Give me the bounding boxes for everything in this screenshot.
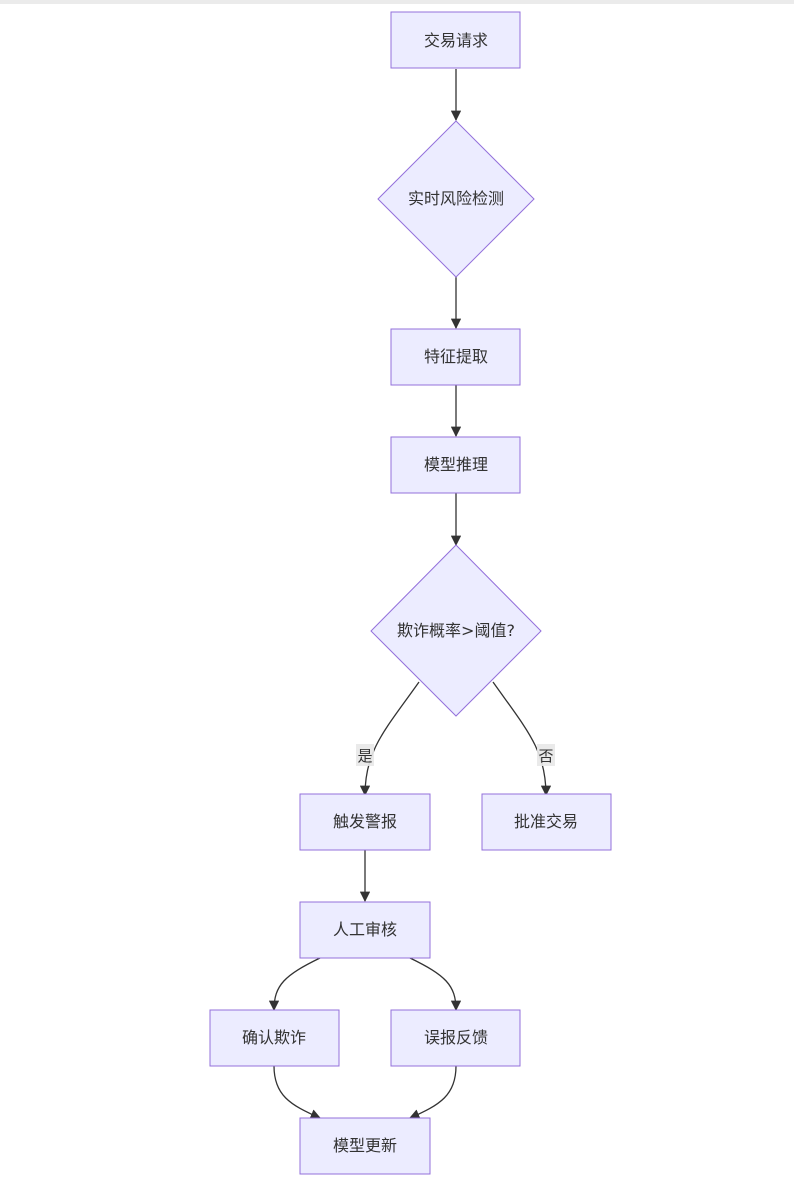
node-feature-extraction-label: 特征提取 bbox=[424, 347, 488, 366]
edges bbox=[268, 69, 552, 1120]
node-fraud-threshold-decision-label: 欺诈概率>阈值? bbox=[397, 621, 515, 640]
node-approve-transaction-label: 批准交易 bbox=[514, 812, 578, 831]
edge-label-yes: 是 bbox=[356, 744, 374, 766]
node-manual-review[interactable]: 人工审核 bbox=[299, 901, 431, 959]
edge-label-yes-text: 是 bbox=[357, 747, 372, 765]
node-model-update[interactable]: 模型更新 bbox=[299, 1117, 431, 1175]
node-model-inference[interactable]: 模型推理 bbox=[390, 436, 521, 494]
node-approve-transaction[interactable]: 批准交易 bbox=[481, 793, 612, 851]
node-trigger-alert-label: 触发警报 bbox=[333, 812, 397, 831]
node-model-inference-label: 模型推理 bbox=[424, 455, 488, 474]
node-realtime-risk-check-label: 实时风险检测 bbox=[408, 189, 504, 208]
edge-review-to-false-positive bbox=[409, 957, 462, 1012]
node-manual-review-label: 人工审核 bbox=[333, 920, 397, 939]
node-realtime-risk-check[interactable]: 实时风险检测 bbox=[377, 120, 535, 278]
node-confirm-fraud[interactable]: 确认欺诈 bbox=[209, 1009, 340, 1067]
node-false-positive-feedback[interactable]: 误报反馈 bbox=[390, 1009, 521, 1067]
node-feature-extraction[interactable]: 特征提取 bbox=[390, 328, 521, 386]
edge-false-positive-to-update bbox=[409, 1065, 457, 1120]
node-false-positive-feedback-label: 误报反馈 bbox=[424, 1028, 488, 1047]
edge-label-no-text: 否 bbox=[538, 747, 553, 765]
node-transaction-request[interactable]: 交易请求 bbox=[390, 11, 521, 69]
node-fraud-threshold-decision[interactable]: 欺诈概率>阈值? bbox=[370, 544, 542, 717]
edge-decision-no-to-approve bbox=[492, 681, 552, 797]
node-transaction-request-label: 交易请求 bbox=[424, 31, 488, 50]
edge-review-to-confirm bbox=[268, 957, 321, 1012]
top-strip bbox=[0, 0, 794, 4]
node-trigger-alert[interactable]: 触发警报 bbox=[299, 793, 431, 851]
edge-decision-yes-to-alert bbox=[359, 681, 420, 797]
node-model-update-label: 模型更新 bbox=[333, 1136, 397, 1155]
edge-label-no: 否 bbox=[537, 744, 555, 766]
node-confirm-fraud-label: 确认欺诈 bbox=[242, 1028, 306, 1047]
edge-confirm-to-update bbox=[273, 1065, 321, 1120]
